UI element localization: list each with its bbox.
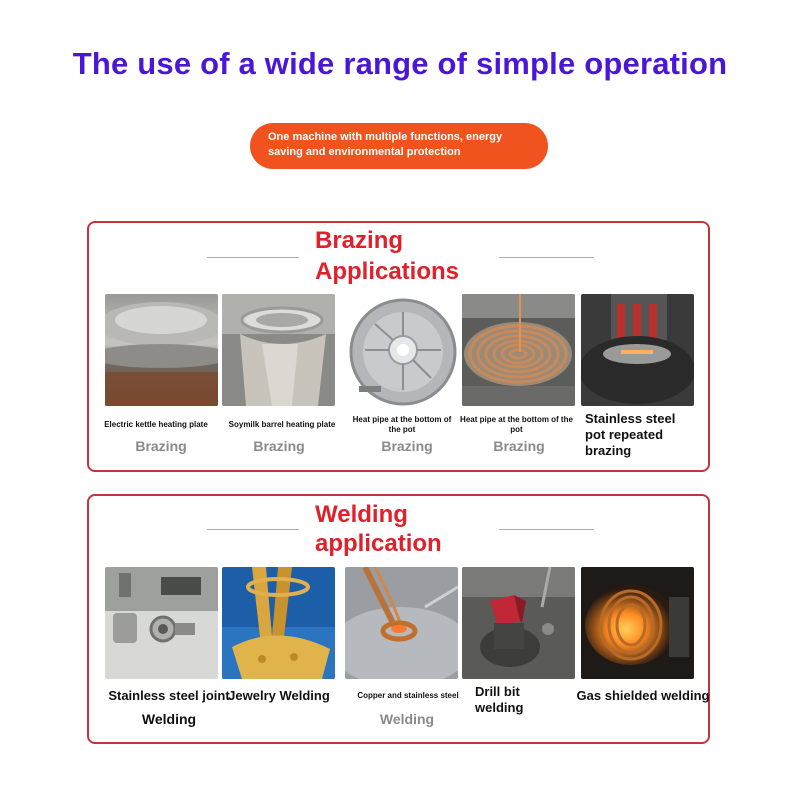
welding-caption-2: Jewelry Welding <box>228 688 330 703</box>
gas-shielded-welding-photo <box>581 567 694 679</box>
stainless-pot-photo <box>581 294 694 406</box>
brazing-label-3: Brazing <box>381 438 433 454</box>
welding-caption-1: Stainless steel joint <box>108 688 230 703</box>
page-title: The use of a wide range of simple operat… <box>72 46 728 81</box>
divider-right <box>499 257 594 258</box>
divider-left <box>207 257 299 258</box>
brazing-caption-2: Soymilk barrel heating plate <box>228 420 336 429</box>
welding-heading: Welding application <box>315 501 442 557</box>
copper-stainless-photo <box>345 567 458 679</box>
feature-banner: One machine with multiple functions, ene… <box>250 123 548 169</box>
brazing-label-2: Brazing <box>253 438 305 454</box>
banner-line-1: One machine with multiple functions, ene… <box>268 131 503 143</box>
welding-label-1: Welding <box>141 711 197 727</box>
welding-label-3: Welding <box>379 711 435 727</box>
kettle-plate-photo <box>105 294 218 406</box>
welding-caption-5: Gas shielded welding <box>576 688 710 703</box>
coil-pipe-photo <box>462 294 575 406</box>
brazing-caption-5: Stainless steel pot repeated brazing <box>585 411 676 458</box>
brazing-caption-1: Electric kettle heating plate <box>104 420 208 429</box>
welding-caption-4: Drill bit welding <box>475 684 524 715</box>
welding-caption-3: Copper and stainless steel <box>357 691 459 700</box>
stainless-joint-photo <box>105 567 218 679</box>
brazing-caption-4: Heat pipe at the bottom of the pot <box>460 415 573 434</box>
jewelry-welding-photo <box>222 567 335 679</box>
divider-left <box>207 529 299 530</box>
welding-panel: Welding application <box>87 494 710 744</box>
brazing-label-4: Brazing <box>493 438 545 454</box>
brazing-label-1: Brazing <box>135 438 187 454</box>
brazing-heading: Brazing Applications <box>315 227 460 285</box>
drill-bit-photo <box>462 567 575 679</box>
soymilk-barrel-photo <box>222 294 335 406</box>
brazing-caption-3: Heat pipe at the bottom of the pot <box>352 415 452 434</box>
banner-line-2: saving and environmental protection <box>268 146 461 158</box>
brazing-panel: Brazing Applications <box>87 221 710 472</box>
divider-right <box>499 529 594 530</box>
heat-pipe-plate-photo <box>345 294 458 406</box>
